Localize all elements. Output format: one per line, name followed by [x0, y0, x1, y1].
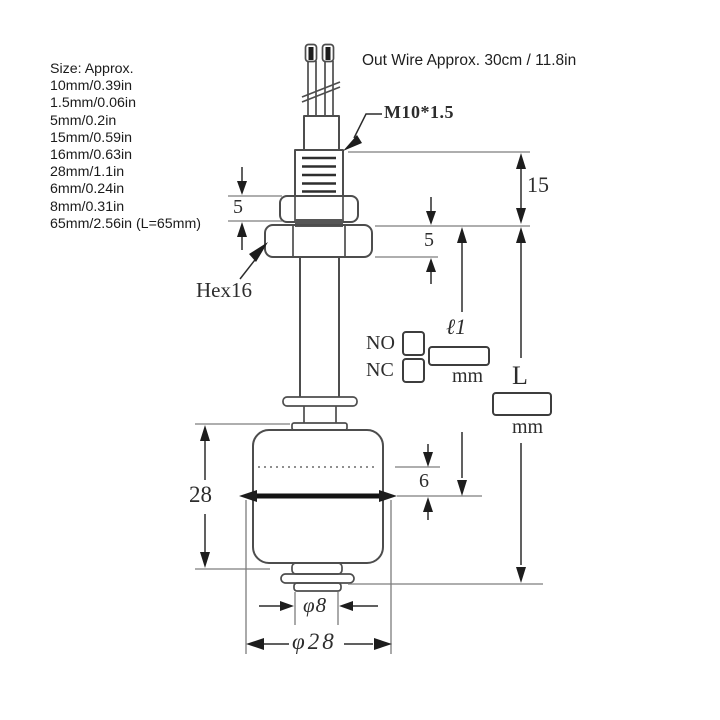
gasket	[295, 219, 343, 227]
dim-15	[516, 153, 526, 224]
hex16-leader	[239, 242, 268, 280]
size-spec-line: 5mm/0.2in	[50, 112, 117, 129]
nc-checkbox[interactable]	[402, 358, 425, 383]
wire-tip	[321, 43, 335, 63]
length-label: L	[512, 361, 528, 390]
dim-L-line	[516, 227, 526, 583]
leader-arrowhead	[249, 242, 268, 262]
dim-15-value: 15	[527, 172, 549, 197]
stopper-flange	[282, 396, 358, 407]
size-spec-line: 6mm/0.24in	[50, 181, 125, 198]
wire-tip	[304, 43, 318, 63]
size-spec-line: 1.5mm/0.06in	[50, 95, 136, 112]
dim-5-hex-nut-value: 5	[424, 229, 434, 251]
m10-leader	[343, 113, 382, 151]
size-spec-list: Size: Approx. 10mm/0.39in 1.5mm/0.06in 5…	[50, 61, 201, 233]
no-label: NO	[366, 332, 395, 354]
size-spec-line: 16mm/0.63in	[50, 147, 133, 164]
float-body	[239, 429, 397, 564]
dim-28	[200, 425, 210, 568]
dim-phi8-value: φ8	[303, 593, 328, 617]
hex-size-label: Hex16	[196, 278, 252, 302]
dim-5-lock-nut-value: 5	[233, 196, 243, 218]
dim-l1-line	[457, 227, 467, 496]
no-checkbox[interactable]	[402, 331, 425, 356]
wire-twist	[301, 81, 341, 98]
dim-5-hex-nut	[426, 197, 436, 284]
dim-phi28	[246, 638, 392, 650]
dim-5-lock-nut	[237, 167, 247, 250]
lock-nut	[279, 195, 359, 223]
leader-arrowhead	[343, 135, 362, 151]
dim-6-value: 6	[419, 470, 429, 492]
dim-phi28-value: φ28	[292, 629, 337, 654]
dim-28-value: 28	[189, 482, 212, 507]
wire-twist	[301, 86, 341, 103]
thread-section	[294, 149, 344, 197]
l1-value-box[interactable]	[428, 346, 490, 366]
nc-label: NC	[366, 359, 394, 381]
size-spec-line: 65mm/2.56in (L=65mm)	[50, 215, 201, 232]
l1-unit-label: mm	[452, 365, 484, 387]
length-unit-label: mm	[512, 416, 544, 438]
length-value-box[interactable]	[492, 392, 552, 416]
wire-tip-core	[325, 47, 331, 60]
out-wire-label: Out Wire Approx. 30cm / 11.8in	[362, 52, 577, 69]
out-wires	[301, 43, 341, 117]
size-spec-line: 15mm/0.59in	[50, 129, 133, 146]
wire-tip-core	[308, 47, 314, 60]
dim-6	[423, 444, 433, 520]
cable-gland	[303, 115, 340, 151]
float-top-collar	[291, 422, 348, 431]
size-spec-line: 8mm/0.31in	[50, 198, 125, 215]
size-spec-line: 10mm/0.39in	[50, 78, 133, 95]
size-spec-line: 28mm/1.1in	[50, 164, 125, 181]
extension-lines	[195, 151, 543, 654]
bottom-retainer-discs	[280, 562, 355, 592]
stem	[282, 257, 358, 431]
size-spec-line: Size: Approx.	[50, 61, 134, 77]
dim-phi8	[259, 601, 378, 611]
l1-label: ℓ1	[446, 314, 467, 339]
thread-spec-label: M10*1.5	[384, 102, 454, 122]
hex-nut	[264, 224, 373, 258]
